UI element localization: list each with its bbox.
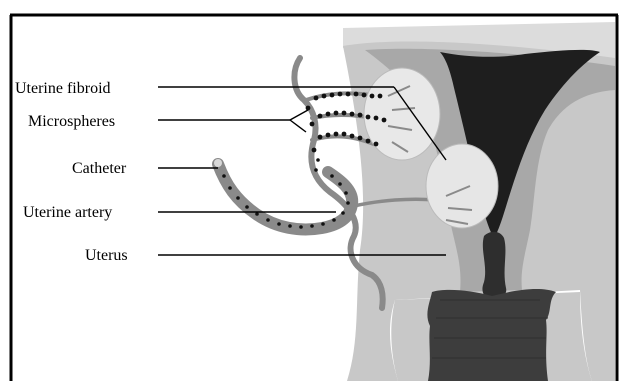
label-catheter: Catheter xyxy=(72,160,127,177)
leader-microspheres-b xyxy=(290,120,306,132)
catheter-tip xyxy=(214,159,222,167)
labels: Uterine fibroid Microspheres Catheter Ut… xyxy=(15,80,128,264)
label-uterine-artery: Uterine artery xyxy=(23,204,112,221)
cervix xyxy=(427,289,556,381)
label-uterus: Uterus xyxy=(85,247,128,264)
fibroid-lower xyxy=(426,144,498,228)
cervical-canal xyxy=(482,232,506,300)
label-uterine-fibroid: Uterine fibroid xyxy=(15,80,111,97)
label-microspheres: Microspheres xyxy=(28,113,115,130)
leader-microspheres-a xyxy=(290,110,308,120)
